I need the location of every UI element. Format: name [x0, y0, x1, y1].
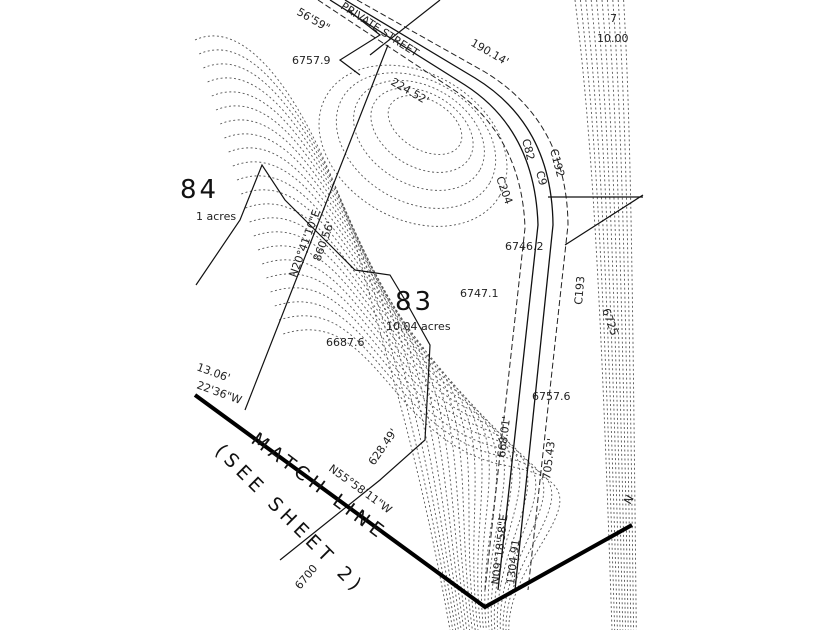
spot-elevation: 6747.1: [460, 287, 499, 300]
curve-label: C192: [547, 147, 567, 178]
contour-line: [220, 119, 468, 630]
contour-line: [318, 64, 508, 227]
contour-line: [601, 0, 626, 630]
contour-line: [228, 147, 473, 630]
contour-line: [596, 0, 624, 630]
contour-line: [232, 161, 476, 630]
street-bearing-fragment: 56'59": [295, 5, 333, 34]
lot-84-area: 1 acres: [196, 210, 236, 223]
lot-top-right-number: 7: [610, 12, 617, 25]
contour-label: 6700: [292, 562, 320, 592]
contour-line: [353, 79, 485, 191]
contour-line: [387, 95, 463, 155]
spot-elevation: 6687.6: [326, 336, 365, 349]
lot-lines: [195, 0, 644, 561]
match-line-boundary: [193, 393, 633, 610]
contour-line: [224, 133, 471, 630]
contour-line: [623, 0, 637, 630]
curve-label: C9: [533, 169, 549, 187]
contour-line: [245, 203, 490, 630]
spot-elevation: 6757.6: [532, 390, 571, 403]
street-label: PRIVATE STREET: [338, 0, 421, 60]
contour-lines: [194, 0, 637, 630]
curve-label: C82: [519, 137, 537, 161]
private-street: [317, 0, 569, 591]
contour-line: [370, 87, 474, 173]
lot-top-right-area: 10.00: [597, 32, 629, 45]
contour-line: [606, 0, 629, 630]
contour-line: [335, 72, 497, 209]
distance-label: 190.14': [469, 36, 511, 68]
lot-83-number: 83: [395, 287, 434, 317]
distance-label: 628.49': [366, 426, 400, 467]
curve-label: C193: [572, 276, 587, 306]
contour-line: [203, 63, 457, 630]
spot-elevation: 6757.9: [292, 54, 331, 67]
contour-line: [617, 0, 635, 630]
contour-line: [211, 91, 462, 630]
distance-label: 705.43': [540, 438, 558, 481]
contour-line: [249, 217, 498, 630]
distance-label: 224.52': [389, 75, 431, 107]
contour-line: [194, 35, 451, 630]
contour-line: [612, 0, 632, 630]
spot-elevation: 6746.2: [505, 240, 544, 253]
contour-line: [590, 0, 621, 630]
lot-84-number: 84: [180, 175, 219, 205]
contour-line: [574, 0, 613, 630]
lot-83-area: 10.04 acres: [386, 320, 451, 333]
contour-line: [270, 287, 537, 630]
contour-line: [207, 77, 459, 630]
contour-line: [579, 0, 616, 630]
contour-line: [241, 189, 483, 630]
contour-line: [278, 315, 553, 630]
contour-line: [274, 301, 545, 630]
contour-line: [236, 175, 479, 630]
distance-label: 1304.91: [504, 539, 522, 586]
distance-label: 668.01': [495, 416, 513, 459]
